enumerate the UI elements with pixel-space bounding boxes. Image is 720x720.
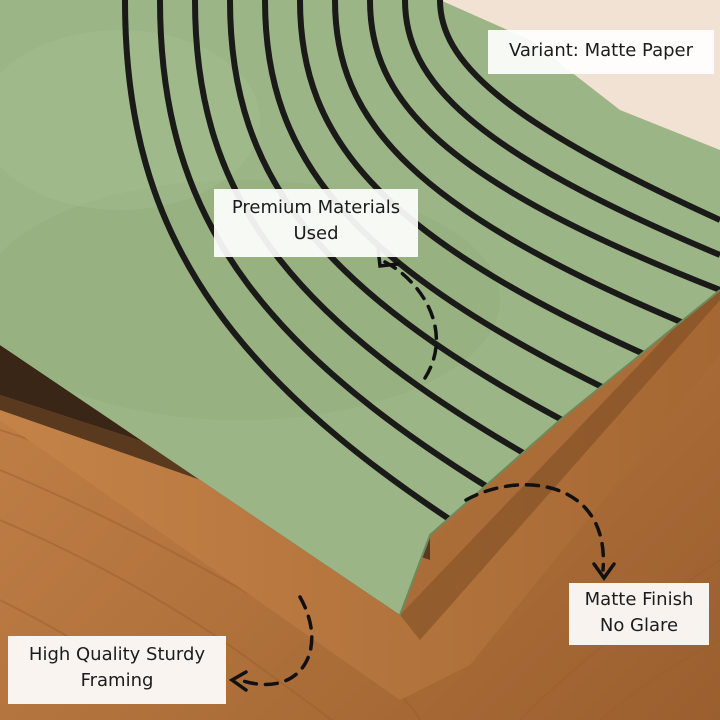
premium-line2: Used bbox=[293, 223, 339, 244]
matte-arrowhead-icon bbox=[592, 562, 616, 582]
premium-arrow bbox=[383, 260, 438, 380]
matte-line1: Matte Finish bbox=[584, 589, 694, 610]
print-texture-2 bbox=[0, 30, 260, 210]
framing-arrowhead-icon bbox=[228, 670, 248, 692]
frame-edge-shadow bbox=[400, 280, 720, 640]
matte-arrow bbox=[464, 483, 605, 572]
premium-line1: Premium Materials bbox=[231, 197, 401, 218]
framing-line1: High Quality Sturdy bbox=[28, 644, 206, 665]
variant-text: Variant: Matte Paper bbox=[508, 40, 694, 61]
framing-line2: Framing bbox=[80, 670, 154, 691]
matte-finish-label: Matte Finish No Glare bbox=[569, 583, 709, 645]
premium-materials-label: Premium Materials Used bbox=[214, 189, 418, 257]
print-edge bbox=[399, 289, 720, 616]
frame-rail bbox=[0, 280, 720, 700]
framing-label: High Quality Sturdy Framing bbox=[8, 636, 226, 704]
framing-arrow bbox=[238, 595, 314, 687]
variant-label: Variant: Matte Paper bbox=[488, 30, 714, 74]
matte-line2: No Glare bbox=[599, 615, 679, 636]
